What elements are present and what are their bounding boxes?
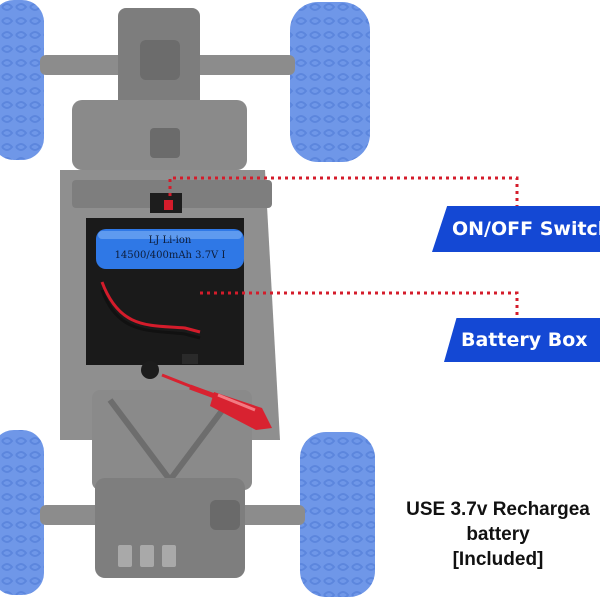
screwdriver-icon [161,373,272,430]
usage-note-line-1: USE 3.7v Rechargea [406,499,590,520]
on-off-switch-callout: ON/OFF Switch [432,206,600,252]
usage-note-line-2: battery [466,524,530,545]
battery-usage-note: USE 3.7v Rechargea battery [Included] [378,497,600,572]
tire-rear-left [0,430,44,595]
battery-leader-line [200,291,519,320]
on-off-switch-label: ON/OFF Switch [452,218,600,240]
battery-compartment [86,218,244,379]
tire-front-right [290,2,370,162]
battery-brand-label: LJ Li-ion [149,235,192,246]
battery-spec-label: 14500/400mAh 3.7V I [115,250,226,261]
power-switch [150,193,182,213]
switch-leader-line [168,176,519,208]
tire-front-left [0,0,44,160]
battery-box-callout: Battery Box [444,318,600,362]
usage-note-line-3: [Included] [452,549,544,570]
tire-rear-right [300,432,375,597]
battery-box-label: Battery Box [461,329,588,351]
